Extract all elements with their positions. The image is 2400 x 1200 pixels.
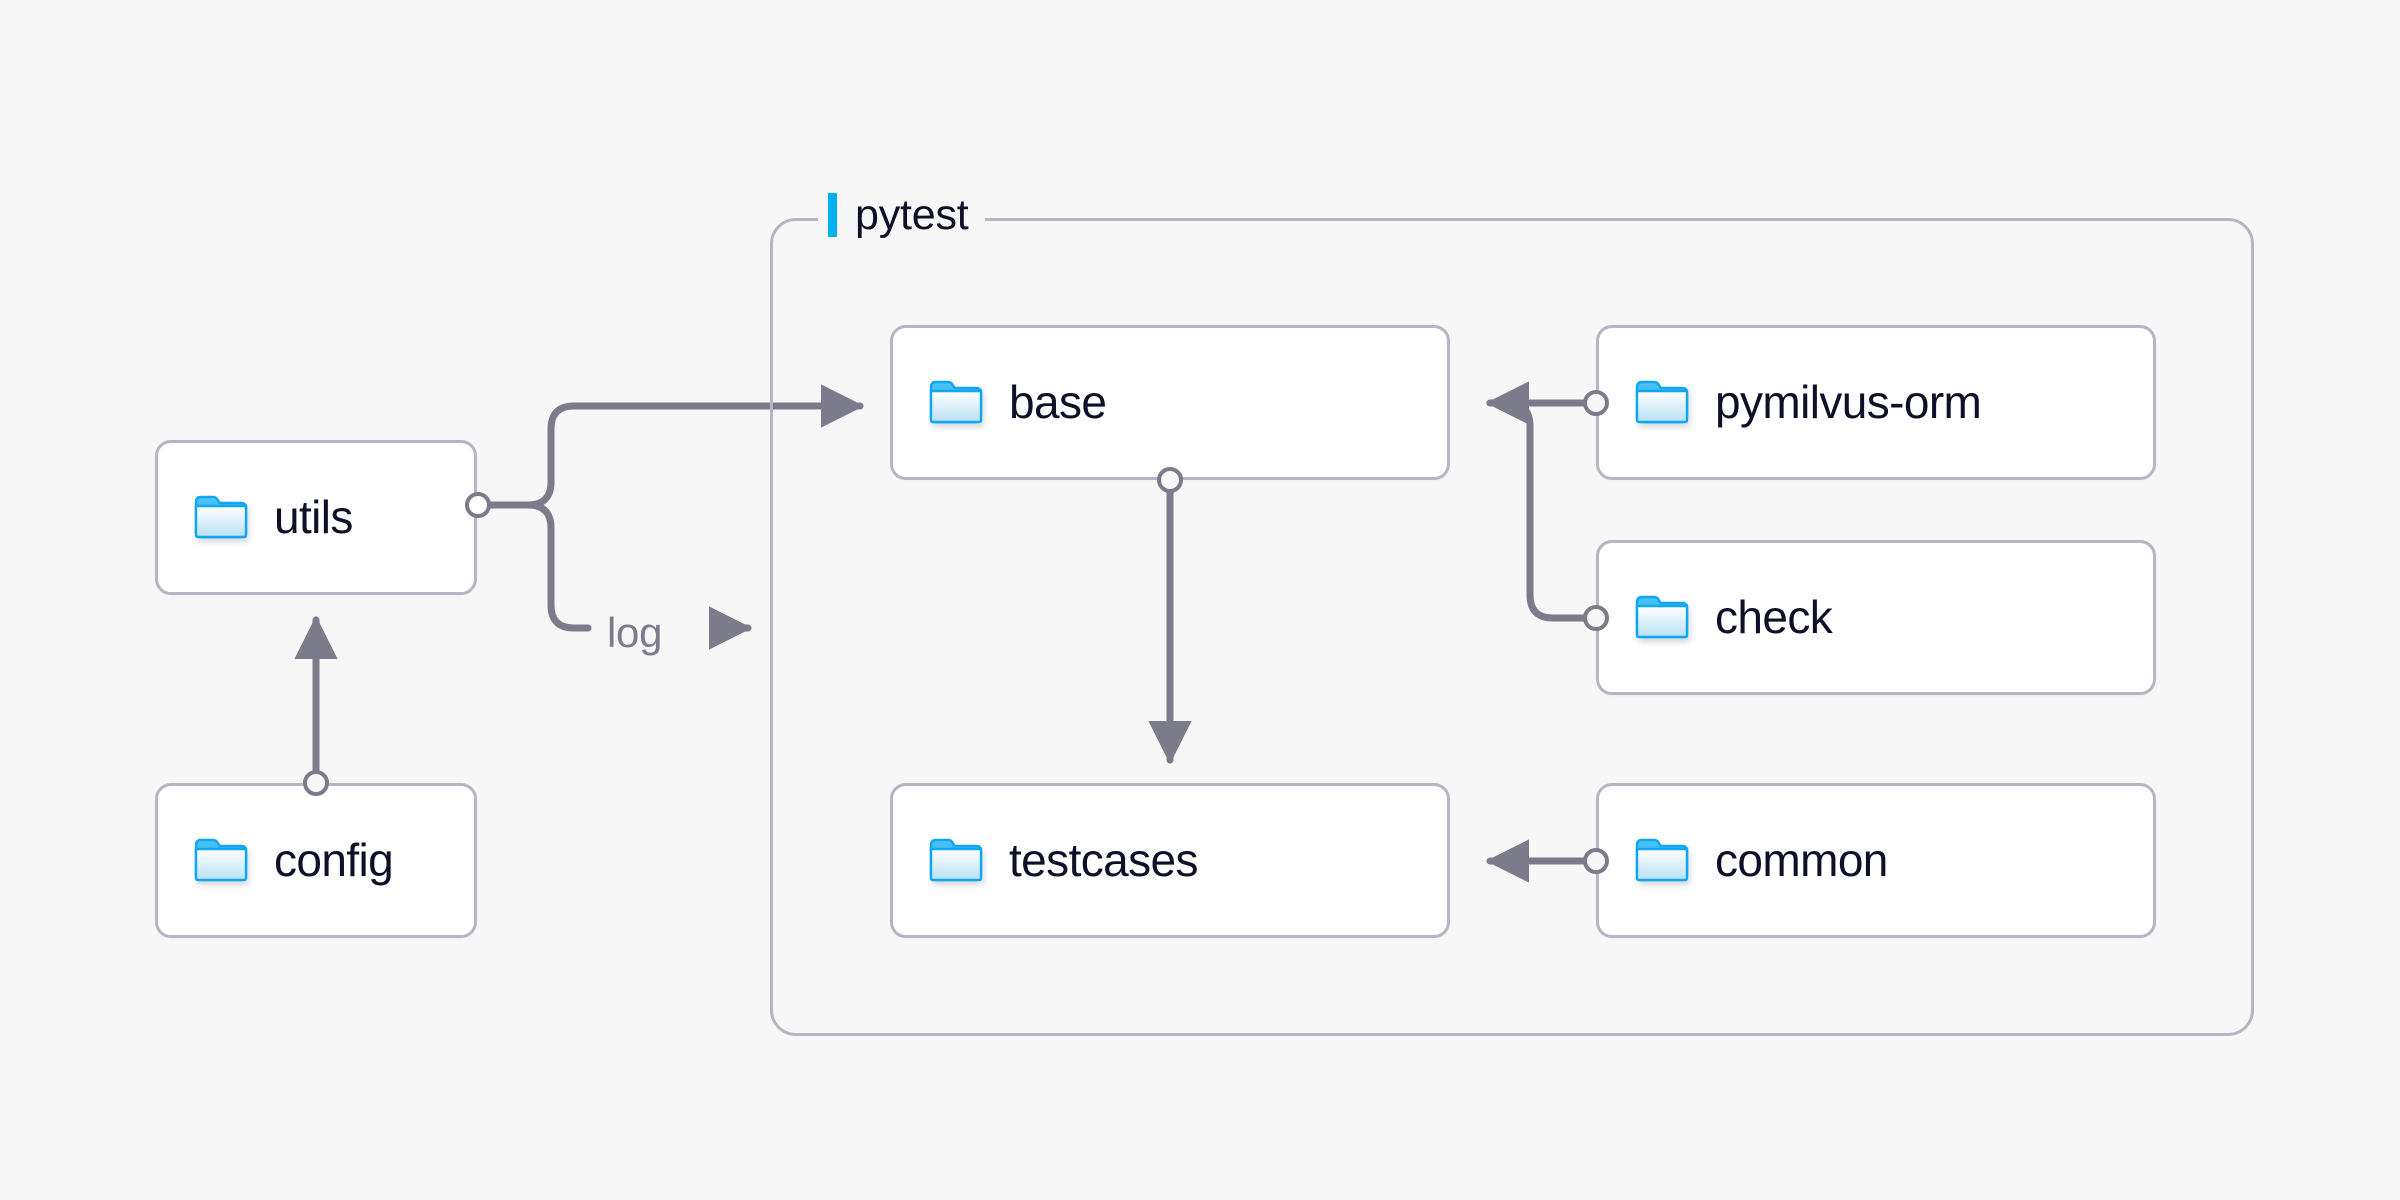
node-utils[interactable]: utils	[155, 440, 477, 595]
node-check-label: check	[1715, 591, 1833, 644]
node-testcases-content: testcases	[893, 834, 1199, 887]
accent-bar-icon	[828, 193, 837, 237]
node-utils-content: utils	[158, 491, 353, 544]
port-config-top[interactable]	[303, 770, 329, 796]
port-check-left[interactable]	[1583, 605, 1609, 631]
node-base-content: base	[893, 376, 1107, 429]
node-common-label: common	[1715, 834, 1888, 887]
edge-utils-to-log	[524, 501, 592, 632]
port-common-left[interactable]	[1583, 848, 1609, 874]
node-config-label: config	[274, 834, 394, 887]
node-config-content: config	[158, 834, 394, 887]
folder-icon	[194, 837, 248, 883]
node-utils-label: utils	[274, 491, 353, 544]
node-testcases-label: testcases	[1009, 834, 1199, 887]
node-common[interactable]: common	[1596, 783, 2156, 938]
node-common-content: common	[1599, 834, 1888, 887]
folder-icon	[1635, 837, 1689, 883]
port-utils-right[interactable]	[465, 492, 491, 518]
node-base[interactable]: base	[890, 325, 1450, 480]
folder-icon	[929, 379, 983, 425]
port-base-bottom[interactable]	[1157, 467, 1183, 493]
edge-label-log: log	[607, 609, 663, 656]
node-check[interactable]: check	[1596, 540, 2156, 695]
group-pytest-label: pytest	[855, 190, 969, 239]
node-base-label: base	[1009, 376, 1107, 429]
folder-icon	[194, 494, 248, 540]
node-pymilvus-orm-content: pymilvus-orm	[1599, 376, 1982, 429]
folder-icon	[1635, 594, 1689, 640]
group-pytest[interactable]	[770, 218, 2254, 1036]
group-pytest-label-wrap: pytest	[818, 193, 985, 237]
node-pymilvus-orm[interactable]: pymilvus-orm	[1596, 325, 2156, 480]
port-pymilvus-orm-left[interactable]	[1583, 390, 1609, 416]
node-config[interactable]: config	[155, 783, 477, 938]
node-check-content: check	[1599, 591, 1833, 644]
folder-icon	[1635, 379, 1689, 425]
folder-icon	[929, 837, 983, 883]
node-testcases[interactable]: testcases	[890, 783, 1450, 938]
node-pymilvus-orm-label: pymilvus-orm	[1715, 376, 1982, 429]
